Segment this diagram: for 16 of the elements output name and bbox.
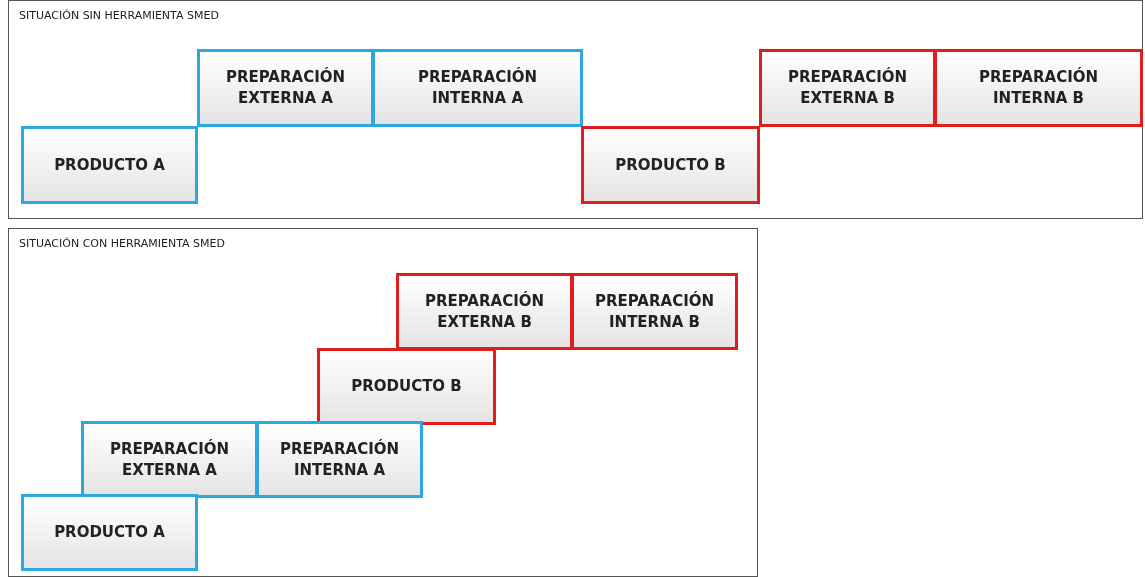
task-block: PRODUCTO A [21, 494, 198, 571]
panel-title: SITUACIÓN CON HERRAMIENTA SMED [19, 237, 225, 250]
task-block: PRODUCTO B [317, 348, 496, 425]
panel-title: SITUACIÓN SIN HERRAMIENTA SMED [19, 9, 219, 22]
task-block: PREPARACIÓN INTERNA A [256, 421, 423, 498]
task-block: PREPARACIÓN INTERNA B [934, 49, 1143, 127]
task-block: PREPARACIÓN EXTERNA B [396, 273, 573, 350]
scenario-panel [8, 0, 1143, 219]
task-block: PREPARACIÓN EXTERNA A [197, 49, 374, 127]
task-block: PRODUCTO A [21, 126, 198, 204]
task-block: PREPARACIÓN INTERNA A [372, 49, 583, 127]
task-block: PREPARACIÓN EXTERNA B [759, 49, 936, 127]
task-block: PRODUCTO B [581, 126, 760, 204]
scenario-panel [8, 228, 758, 577]
task-block: PREPARACIÓN EXTERNA A [81, 421, 258, 498]
task-block: PREPARACIÓN INTERNA B [571, 273, 738, 350]
